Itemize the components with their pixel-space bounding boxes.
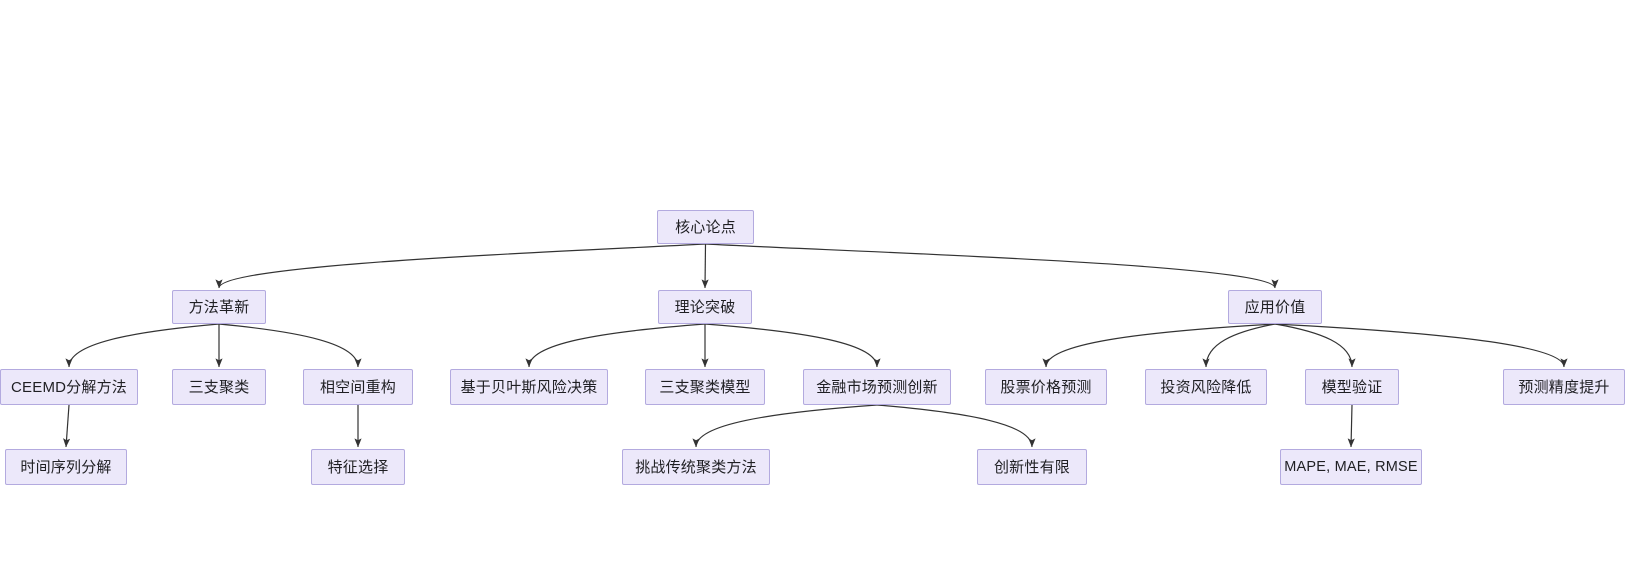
edge-l1a-to-l2a3	[218, 323, 362, 368]
node-l3a2[interactable]: 特征选择	[311, 449, 405, 485]
node-label: 理论突破	[674, 298, 736, 316]
node-label: 金融市场预测创新	[816, 378, 938, 396]
node-l2b3[interactable]: 金融市场预测创新	[803, 369, 951, 405]
edge-l1c-to-l2c4	[1274, 323, 1568, 368]
node-label: 挑战传统聚类方法	[635, 458, 757, 476]
edge-l1a-to-l2a1	[65, 323, 220, 368]
edge-l2c3-to-l3c1	[1347, 404, 1355, 448]
node-l2b2[interactable]: 三支聚类模型	[645, 369, 765, 405]
node-label: 创新性有限	[993, 458, 1070, 476]
node-l2a3[interactable]: 相空间重构	[303, 369, 413, 405]
node-l1b[interactable]: 理论突破	[658, 290, 752, 324]
edge-l1c-to-l2c3	[1274, 323, 1356, 368]
node-label: 三支聚类	[188, 378, 250, 396]
node-label: 时间序列分解	[20, 458, 112, 476]
node-l3a1[interactable]: 时间序列分解	[5, 449, 127, 485]
node-l2c4[interactable]: 预测精度提升	[1503, 369, 1625, 405]
node-l3b2[interactable]: 创新性有限	[977, 449, 1087, 485]
edge-root-to-l1b	[701, 243, 709, 289]
node-label: 预测精度提升	[1518, 378, 1610, 396]
node-label: 方法革新	[188, 298, 250, 316]
node-l2c3[interactable]: 模型验证	[1305, 369, 1399, 405]
node-label: 基于贝叶斯风险决策	[460, 378, 598, 396]
node-l2a2[interactable]: 三支聚类	[172, 369, 266, 405]
node-l1c[interactable]: 应用价值	[1228, 290, 1322, 324]
node-l3c1[interactable]: MAPE, MAE, RMSE	[1280, 449, 1422, 485]
node-l3b1[interactable]: 挑战传统聚类方法	[622, 449, 770, 485]
edge-l2b3-to-l3b2	[876, 404, 1036, 448]
edge-root-to-l1a	[215, 243, 706, 289]
node-l2c2[interactable]: 投资风险降低	[1145, 369, 1267, 405]
node-label: 核心论点	[675, 218, 736, 236]
edge-group	[63, 243, 1568, 448]
node-l2b1[interactable]: 基于贝叶斯风险决策	[450, 369, 608, 405]
node-label: 应用价值	[1244, 298, 1306, 316]
node-label: MAPE, MAE, RMSE	[1284, 458, 1418, 475]
edge-l2a1-to-l3a1	[63, 404, 71, 448]
node-l2c1[interactable]: 股票价格预测	[985, 369, 1107, 405]
node-l1a[interactable]: 方法革新	[172, 290, 266, 324]
node-label: 相空间重构	[319, 378, 396, 396]
node-label: 投资风险降低	[1160, 378, 1252, 396]
edge-l1c-to-l2c1	[1042, 323, 1276, 368]
node-label: 股票价格预测	[1000, 378, 1092, 396]
node-label: 模型验证	[1321, 378, 1383, 396]
node-l2a1[interactable]: CEEMD分解方法	[0, 369, 138, 405]
node-label: 三支聚类模型	[659, 378, 751, 396]
edge-l1c-to-l2c2	[1202, 323, 1276, 368]
node-label: 特征选择	[327, 458, 389, 476]
edge-l1b-to-l2b1	[525, 323, 706, 368]
node-root[interactable]: 核心论点	[657, 210, 754, 244]
edge-l1b-to-l2b3	[704, 323, 881, 368]
edge-l2b3-to-l3b1	[692, 404, 878, 448]
node-label: CEEMD分解方法	[11, 378, 127, 396]
edge-root-to-l1c	[705, 243, 1279, 289]
